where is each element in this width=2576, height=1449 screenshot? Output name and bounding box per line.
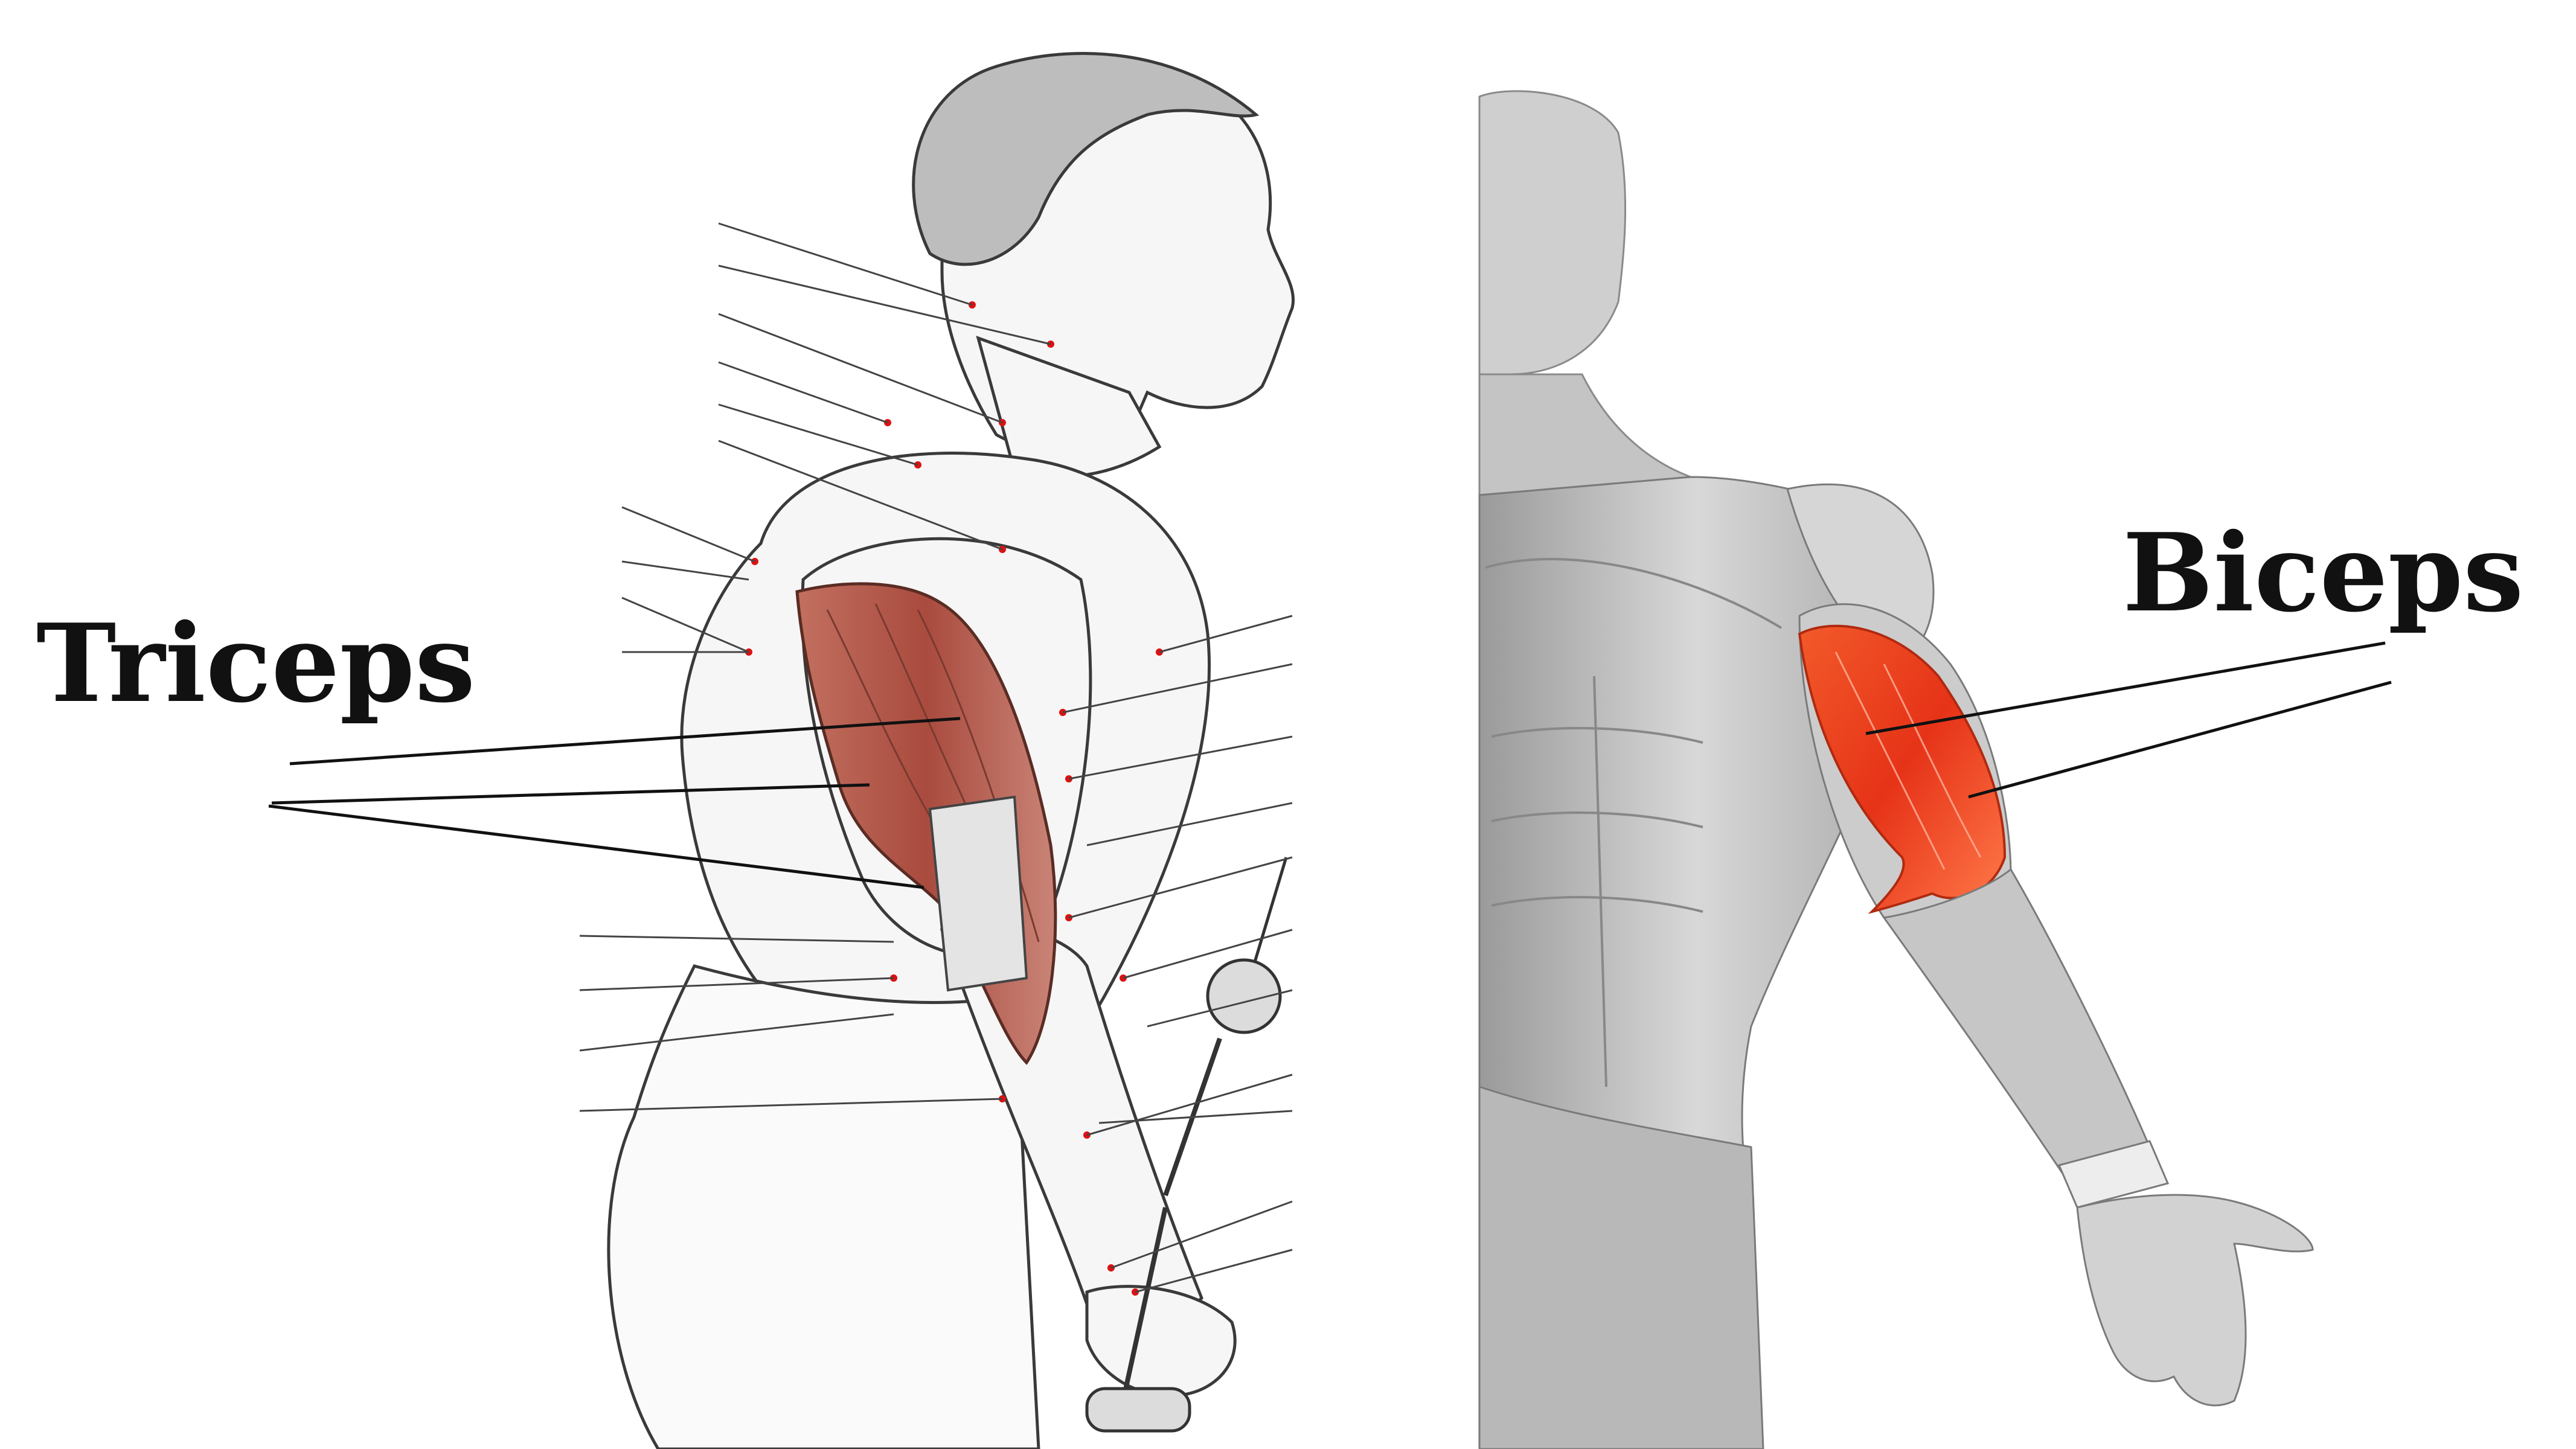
- hand-shape: [1085, 1285, 1237, 1397]
- biceps-label: Biceps: [2123, 510, 2524, 636]
- forearm-render: [1882, 868, 2151, 1180]
- head-render: [1478, 90, 1627, 376]
- hand-render: [2076, 1194, 2314, 1407]
- biceps-muscle-highlight: [1798, 624, 2007, 914]
- sketch-leader-lines: [579, 222, 1293, 1293]
- triceps-label: Triceps: [36, 600, 476, 726]
- biceps-leader-lines: [1865, 641, 2392, 799]
- triceps-leader-lines: [268, 717, 961, 889]
- hip-render: [1478, 1085, 1764, 1449]
- right-anatomy-render: [1478, 90, 2314, 1449]
- wristband-render: [2057, 1140, 2170, 1209]
- hip-shape: [607, 964, 1040, 1449]
- neck-render: [1478, 373, 1691, 496]
- hair-shape: [912, 52, 1260, 266]
